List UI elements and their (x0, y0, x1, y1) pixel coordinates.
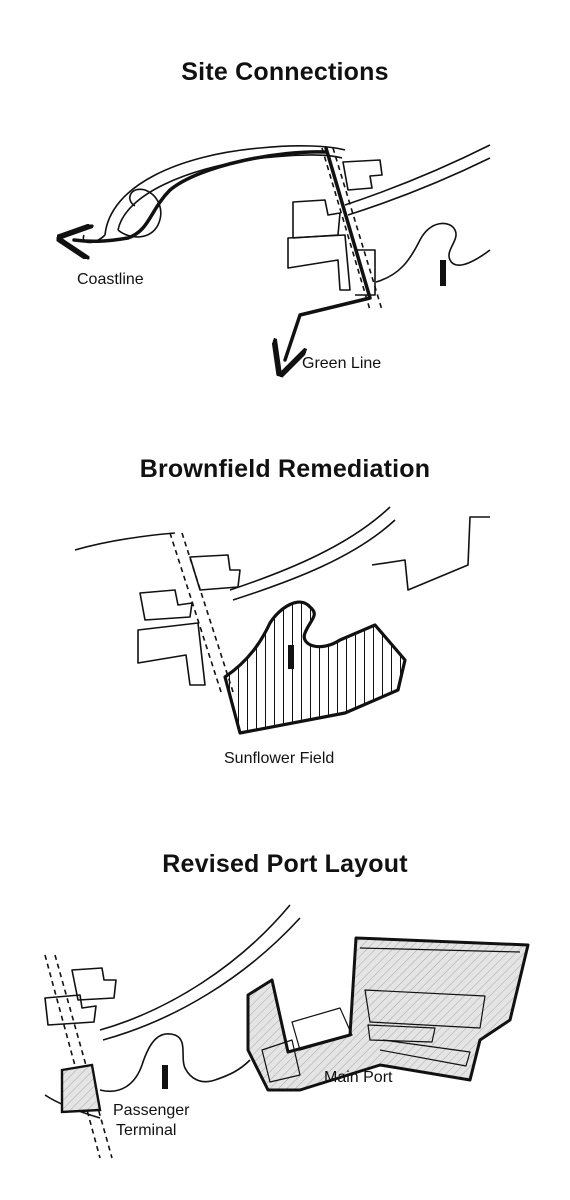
basin-outline (375, 222, 491, 283)
block-1 (292, 199, 341, 239)
block-4 (355, 249, 376, 296)
port-division-3 (291, 1007, 353, 1051)
rail-track-1 (321, 147, 371, 311)
rail-track-1 (169, 532, 223, 696)
green-line-label: Green Line (302, 355, 381, 372)
port-division-5 (379, 1039, 471, 1067)
port-division-4 (367, 1024, 436, 1043)
coastline-label: Coastline (77, 271, 144, 288)
block-3 (287, 234, 351, 291)
main-road-a (229, 506, 391, 591)
main-road-a (344, 144, 491, 206)
sunflower-field (223, 600, 407, 735)
port-division-1 (359, 947, 521, 953)
site-connections-title: Site Connections (181, 58, 389, 86)
passenger-terminal-area (60, 1063, 102, 1114)
rail-track-2 (54, 954, 113, 1159)
shoreline (99, 1033, 251, 1092)
breakwater (82, 188, 162, 244)
revised-port-diagram: Main Port Passenger Terminal (44, 904, 530, 1159)
main-road-b (232, 519, 396, 601)
brownfield-remediation-title: Brownfield Remediation (139, 455, 431, 483)
block-1 (44, 994, 97, 1026)
site-connections-diagram: Coastline Green Line (0, 144, 491, 410)
block-2 (189, 554, 241, 591)
top-left-road (74, 532, 176, 551)
main-port-outline (246, 936, 530, 1092)
revised-port-layout-title: Revised Port Layout (162, 850, 408, 878)
coastline-route (74, 150, 328, 241)
coast-road-outer (104, 145, 346, 236)
main-port-label: Main Port (324, 1069, 393, 1086)
brownfield-diagram: Sunflower Field (74, 506, 490, 767)
passenger-terminal-label-line1: Passenger (113, 1102, 190, 1119)
block-3 (137, 622, 206, 686)
terminal-bar (440, 260, 446, 286)
passenger-terminal-label-line2: Terminal (116, 1122, 176, 1139)
main-road-b (102, 917, 301, 1041)
terminal-bar (288, 645, 294, 669)
block-2 (342, 159, 383, 191)
green-line-route (285, 146, 372, 360)
port-division-6 (261, 1039, 301, 1083)
right-wall (371, 516, 490, 591)
block-2 (71, 967, 117, 1001)
port-division-2 (364, 989, 486, 1029)
sunflower-field-label: Sunflower Field (224, 750, 334, 767)
rail-track-2 (332, 147, 383, 311)
rail-track-1 (44, 954, 101, 1159)
main-road-b (347, 157, 491, 216)
main-road-a (99, 904, 291, 1031)
terminal-bar (162, 1065, 168, 1089)
block-1 (139, 589, 193, 621)
